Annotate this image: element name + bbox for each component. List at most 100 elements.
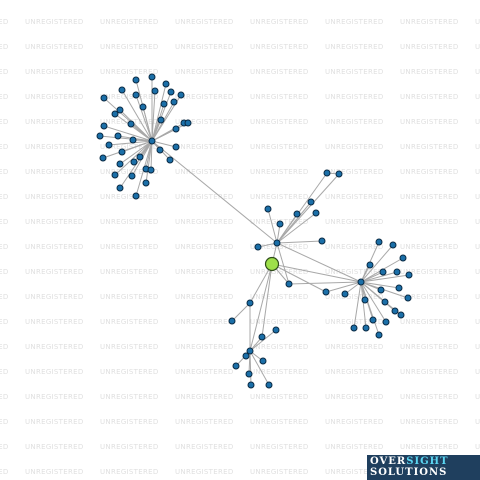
- graph-node[interactable]: [166, 156, 174, 164]
- graph-node[interactable]: [172, 125, 180, 133]
- graph-node[interactable]: [375, 331, 383, 339]
- graph-edge: [276, 172, 328, 244]
- graph-node[interactable]: [393, 268, 401, 276]
- watermark-text: UNREGISTERED: [25, 418, 84, 426]
- graph-edge: [119, 140, 153, 165]
- graph-node[interactable]: [247, 381, 255, 389]
- graph-node[interactable]: [242, 352, 250, 360]
- graph-node[interactable]: [276, 220, 284, 228]
- graph-edge: [151, 90, 156, 142]
- graph-node[interactable]: [362, 324, 370, 332]
- graph-node[interactable]: [265, 381, 273, 389]
- graph-node[interactable]: [128, 172, 136, 180]
- graph-node[interactable]: [272, 326, 280, 334]
- watermark-text: UNREGISTERED: [175, 93, 234, 101]
- graph-node[interactable]: [366, 261, 374, 269]
- graph-node[interactable]: [100, 122, 108, 130]
- graph-node[interactable]: [111, 171, 119, 179]
- watermark-text: UNREGISTERED: [400, 343, 459, 351]
- watermark-text: UNREGISTERED: [250, 168, 309, 176]
- graph-node[interactable]: [245, 370, 253, 378]
- graph-node[interactable]: [132, 91, 140, 99]
- graph-edge: [102, 140, 153, 159]
- graph-node[interactable]: [118, 148, 126, 156]
- graph-node[interactable]: [157, 116, 165, 124]
- watermark-text: UNREGISTERED: [400, 293, 459, 301]
- graph-node[interactable]: [322, 288, 330, 296]
- graph-node[interactable]: [148, 73, 156, 81]
- graph-node[interactable]: [132, 192, 140, 200]
- hub-node[interactable]: [357, 278, 365, 286]
- graph-node[interactable]: [369, 316, 377, 324]
- graph-node[interactable]: [167, 88, 175, 96]
- watermark-text: UNREGISTERED: [25, 318, 84, 326]
- graph-node[interactable]: [116, 106, 124, 114]
- graph-node[interactable]: [232, 362, 240, 370]
- hub-node[interactable]: [246, 347, 254, 355]
- graph-node[interactable]: [118, 86, 126, 94]
- graph-node[interactable]: [341, 290, 349, 298]
- graph-node[interactable]: [228, 317, 236, 325]
- watermark-text: UNREGISTERED: [325, 368, 384, 376]
- graph-node[interactable]: [129, 136, 137, 144]
- graph-node[interactable]: [139, 103, 147, 111]
- graph-node[interactable]: [259, 357, 267, 365]
- focus-node[interactable]: [264, 256, 280, 272]
- graph-node[interactable]: [162, 80, 170, 88]
- graph-node[interactable]: [379, 268, 387, 276]
- graph-node[interactable]: [111, 110, 119, 118]
- graph-node[interactable]: [377, 286, 385, 294]
- graph-node[interactable]: [264, 205, 272, 213]
- graph-node[interactable]: [184, 119, 192, 127]
- graph-node[interactable]: [116, 160, 124, 168]
- watermark-text: UNREGISTERED: [325, 443, 384, 451]
- graph-node[interactable]: [375, 238, 383, 246]
- graph-node[interactable]: [404, 294, 412, 302]
- graph-node[interactable]: [312, 209, 320, 217]
- graph-node[interactable]: [391, 307, 399, 315]
- watermark-text: UNREGISTERED: [25, 293, 84, 301]
- graph-node[interactable]: [170, 98, 178, 106]
- graph-node[interactable]: [254, 243, 262, 251]
- watermark-text: UNREGISTERED: [100, 293, 159, 301]
- graph-node[interactable]: [307, 198, 315, 206]
- hub-node[interactable]: [273, 239, 281, 247]
- graph-node[interactable]: [156, 146, 164, 154]
- graph-node[interactable]: [127, 120, 135, 128]
- graph-node[interactable]: [361, 296, 369, 304]
- hub-node[interactable]: [148, 137, 156, 145]
- graph-node[interactable]: [318, 237, 326, 245]
- graph-node[interactable]: [350, 324, 358, 332]
- graph-node[interactable]: [105, 141, 113, 149]
- graph-node[interactable]: [177, 91, 185, 99]
- graph-node[interactable]: [99, 154, 107, 162]
- graph-node[interactable]: [246, 299, 254, 307]
- graph-node[interactable]: [323, 169, 331, 177]
- graph-node[interactable]: [130, 158, 138, 166]
- graph-edge: [114, 140, 153, 176]
- watermark-text: UNREGISTERED: [325, 93, 384, 101]
- watermark-text: UNREGISTERED: [0, 368, 9, 376]
- graph-node[interactable]: [96, 132, 104, 140]
- graph-node[interactable]: [335, 170, 343, 178]
- graph-node[interactable]: [160, 100, 168, 108]
- graph-node[interactable]: [147, 166, 155, 174]
- graph-node[interactable]: [389, 241, 397, 249]
- graph-node[interactable]: [405, 271, 413, 279]
- graph-node[interactable]: [397, 311, 405, 319]
- graph-node[interactable]: [142, 179, 150, 187]
- graph-node[interactable]: [136, 153, 144, 161]
- graph-node[interactable]: [285, 280, 293, 288]
- graph-node[interactable]: [399, 254, 407, 262]
- graph-node[interactable]: [381, 298, 389, 306]
- graph-node[interactable]: [172, 143, 180, 151]
- graph-node[interactable]: [116, 184, 124, 192]
- graph-node[interactable]: [395, 284, 403, 292]
- graph-node[interactable]: [293, 210, 301, 218]
- graph-node[interactable]: [132, 76, 140, 84]
- graph-node[interactable]: [114, 132, 122, 140]
- graph-node[interactable]: [258, 333, 266, 341]
- graph-node[interactable]: [151, 87, 159, 95]
- graph-node[interactable]: [100, 94, 108, 102]
- graph-node[interactable]: [382, 318, 390, 326]
